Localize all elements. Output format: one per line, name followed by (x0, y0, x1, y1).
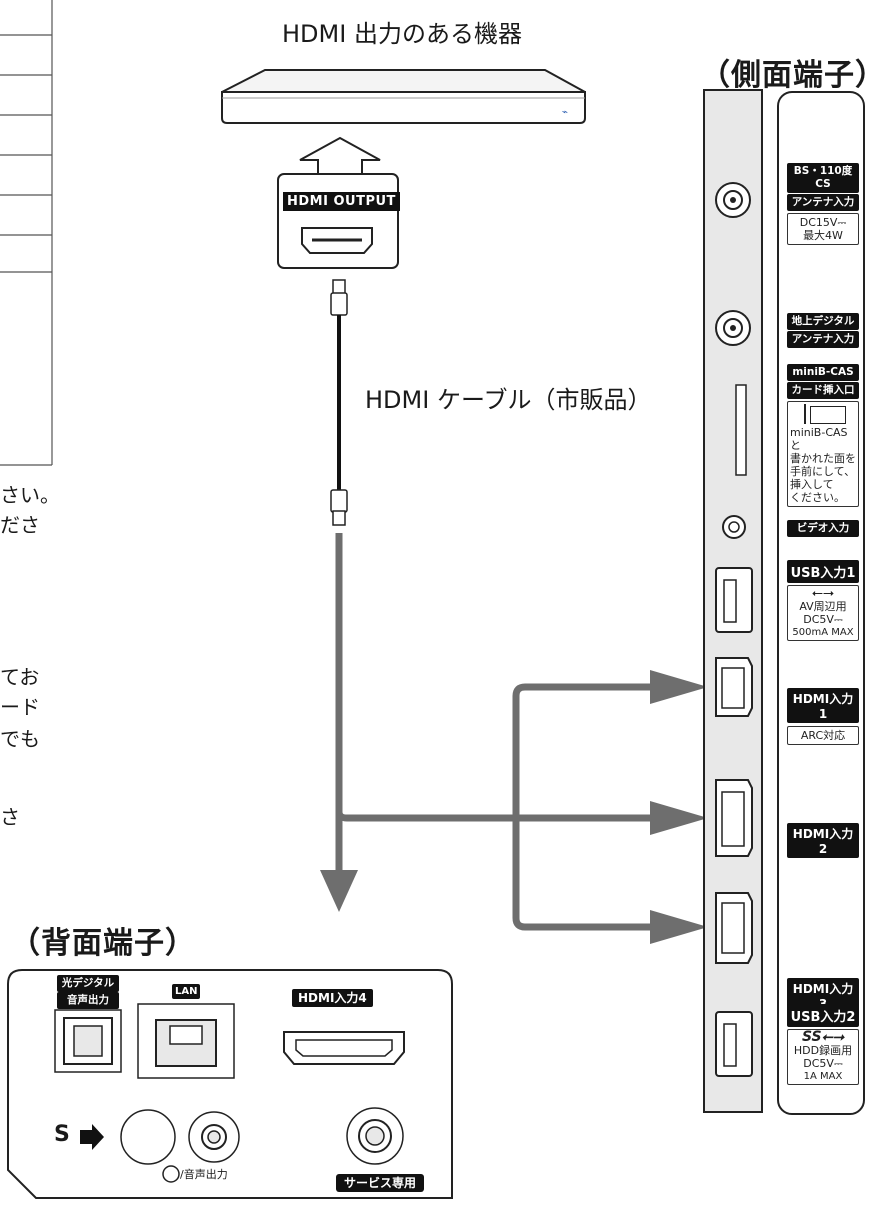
video-label: ビデオ入力 (787, 520, 859, 537)
arrow-heads (320, 670, 708, 944)
connection-arrows (335, 533, 655, 931)
bcas-note-4: 挿入して (790, 478, 834, 491)
left-text-line6: さ (0, 805, 20, 829)
hdmi2-port-label-wrap: HDMI入力2 (787, 823, 859, 858)
side-panel-strip (703, 89, 763, 1113)
left-table-fragment (0, 0, 53, 466)
bcas-label-1: miniB-CAS (787, 364, 859, 381)
hdmi-output-box (277, 173, 399, 269)
bcas-label-2: カード挿入口 (787, 382, 859, 399)
usb2-note-2: DC5V⎓ (803, 1057, 843, 1070)
terrestrial-label-2: アンテナ入力 (787, 331, 859, 348)
optical-label-1: 光デジタル (57, 975, 119, 992)
bcas-note-1: miniB-CASと (790, 426, 848, 452)
bs-note-2: 最大4W (803, 229, 843, 242)
terrestrial-port-labels: 地上デジタル アンテナ入力 (787, 313, 859, 348)
lan-port-label-wrap: LAN (172, 979, 201, 999)
cable-label: HDMI ケーブル（市販品） (365, 386, 652, 414)
usb1-note-1: AV周辺用 (799, 600, 847, 613)
bs-note-1: DC15V⎓ (799, 216, 847, 229)
back-panel (7, 969, 453, 1199)
device-title: HDMI 出力のある機器 (282, 20, 522, 48)
hdmi1-note: ARC対応 (800, 729, 846, 742)
service-label: サービス専用 (336, 1174, 425, 1192)
player-device-icon: ⌁ (221, 69, 586, 124)
usb1-label: USB入力1 (787, 560, 859, 583)
usb2-note-1: HDD録画用 (793, 1044, 853, 1057)
lan-label: LAN (172, 984, 201, 999)
left-text-line4: ード (0, 695, 40, 719)
usb-icon: ⭠⭢ (811, 585, 835, 601)
usb-ss-icon: SS⭠⭢ (801, 1029, 845, 1045)
hdmi4-port-label-wrap: HDMI入力4 (292, 987, 373, 1007)
usb2-ss: SS (801, 1029, 822, 1045)
usb2-note-3: 1A MAX (803, 1071, 843, 1082)
side-panel-title: （側面端子） (700, 58, 875, 93)
bcas-note-2: 書かれた面を (790, 452, 856, 465)
bs-label-1: BS・110度CS (787, 163, 859, 193)
usb2-label: USB入力2 (787, 1004, 859, 1027)
svg-text:⌁: ⌁ (562, 107, 568, 118)
left-text-line5: でも (0, 727, 40, 751)
usb2-port-labels: USB入力2 SS⭠⭢ HDD録画用 DC5V⎓ 1A MAX (787, 1004, 859, 1085)
left-text-line1: さい。 (0, 483, 60, 507)
left-text-line2: ださ (0, 513, 40, 537)
hdmi1-label: HDMI入力1 (787, 688, 859, 723)
terrestrial-label-1: 地上デジタル (787, 313, 859, 330)
bcas-note-3: 手前にして、 (790, 465, 856, 478)
usb1-note-2: DC5V⎓ (803, 613, 843, 626)
service-label-wrap: サービス専用 (336, 1172, 425, 1192)
left-text-line3: てお (0, 665, 40, 689)
usb1-port-labels: USB入力1 ⭠⭢ AV周辺用 DC5V⎓ 500mA MAX (787, 560, 859, 641)
hdmi-output-label-wrap: HDMI OUTPUT (283, 190, 400, 211)
back-panel-title: （背面端子） (10, 926, 196, 961)
output-arrow-icon (299, 136, 381, 175)
bcas-card-icon (790, 404, 856, 426)
bs-label-2: アンテナ入力 (787, 194, 859, 211)
bcas-port-labels: miniB-CAS カード挿入口 miniB-CASと 書かれた面を 手前にして… (787, 364, 859, 507)
bs-port-labels: BS・110度CS アンテナ入力 DC15V⎓ 最大4W (787, 163, 859, 245)
headphone-label: /音声出力 (180, 1168, 228, 1181)
usb1-note-3: 500mA MAX (792, 627, 854, 638)
hdmi-output-label: HDMI OUTPUT (283, 192, 400, 211)
optical-port-labels: 光デジタル 音声出力 (57, 975, 119, 1009)
video-port-label-wrap: ビデオ入力 (787, 520, 859, 537)
hdmi-cable (330, 279, 348, 526)
s-label: S (54, 1122, 70, 1147)
hdmi4-label: HDMI入力4 (292, 989, 373, 1007)
hdmi1-port-labels: HDMI入力1 ARC対応 (787, 688, 859, 745)
hdmi2-label: HDMI入力2 (787, 823, 859, 858)
bcas-note-5: ください。 (790, 491, 845, 504)
optical-label-2: 音声出力 (57, 992, 119, 1009)
